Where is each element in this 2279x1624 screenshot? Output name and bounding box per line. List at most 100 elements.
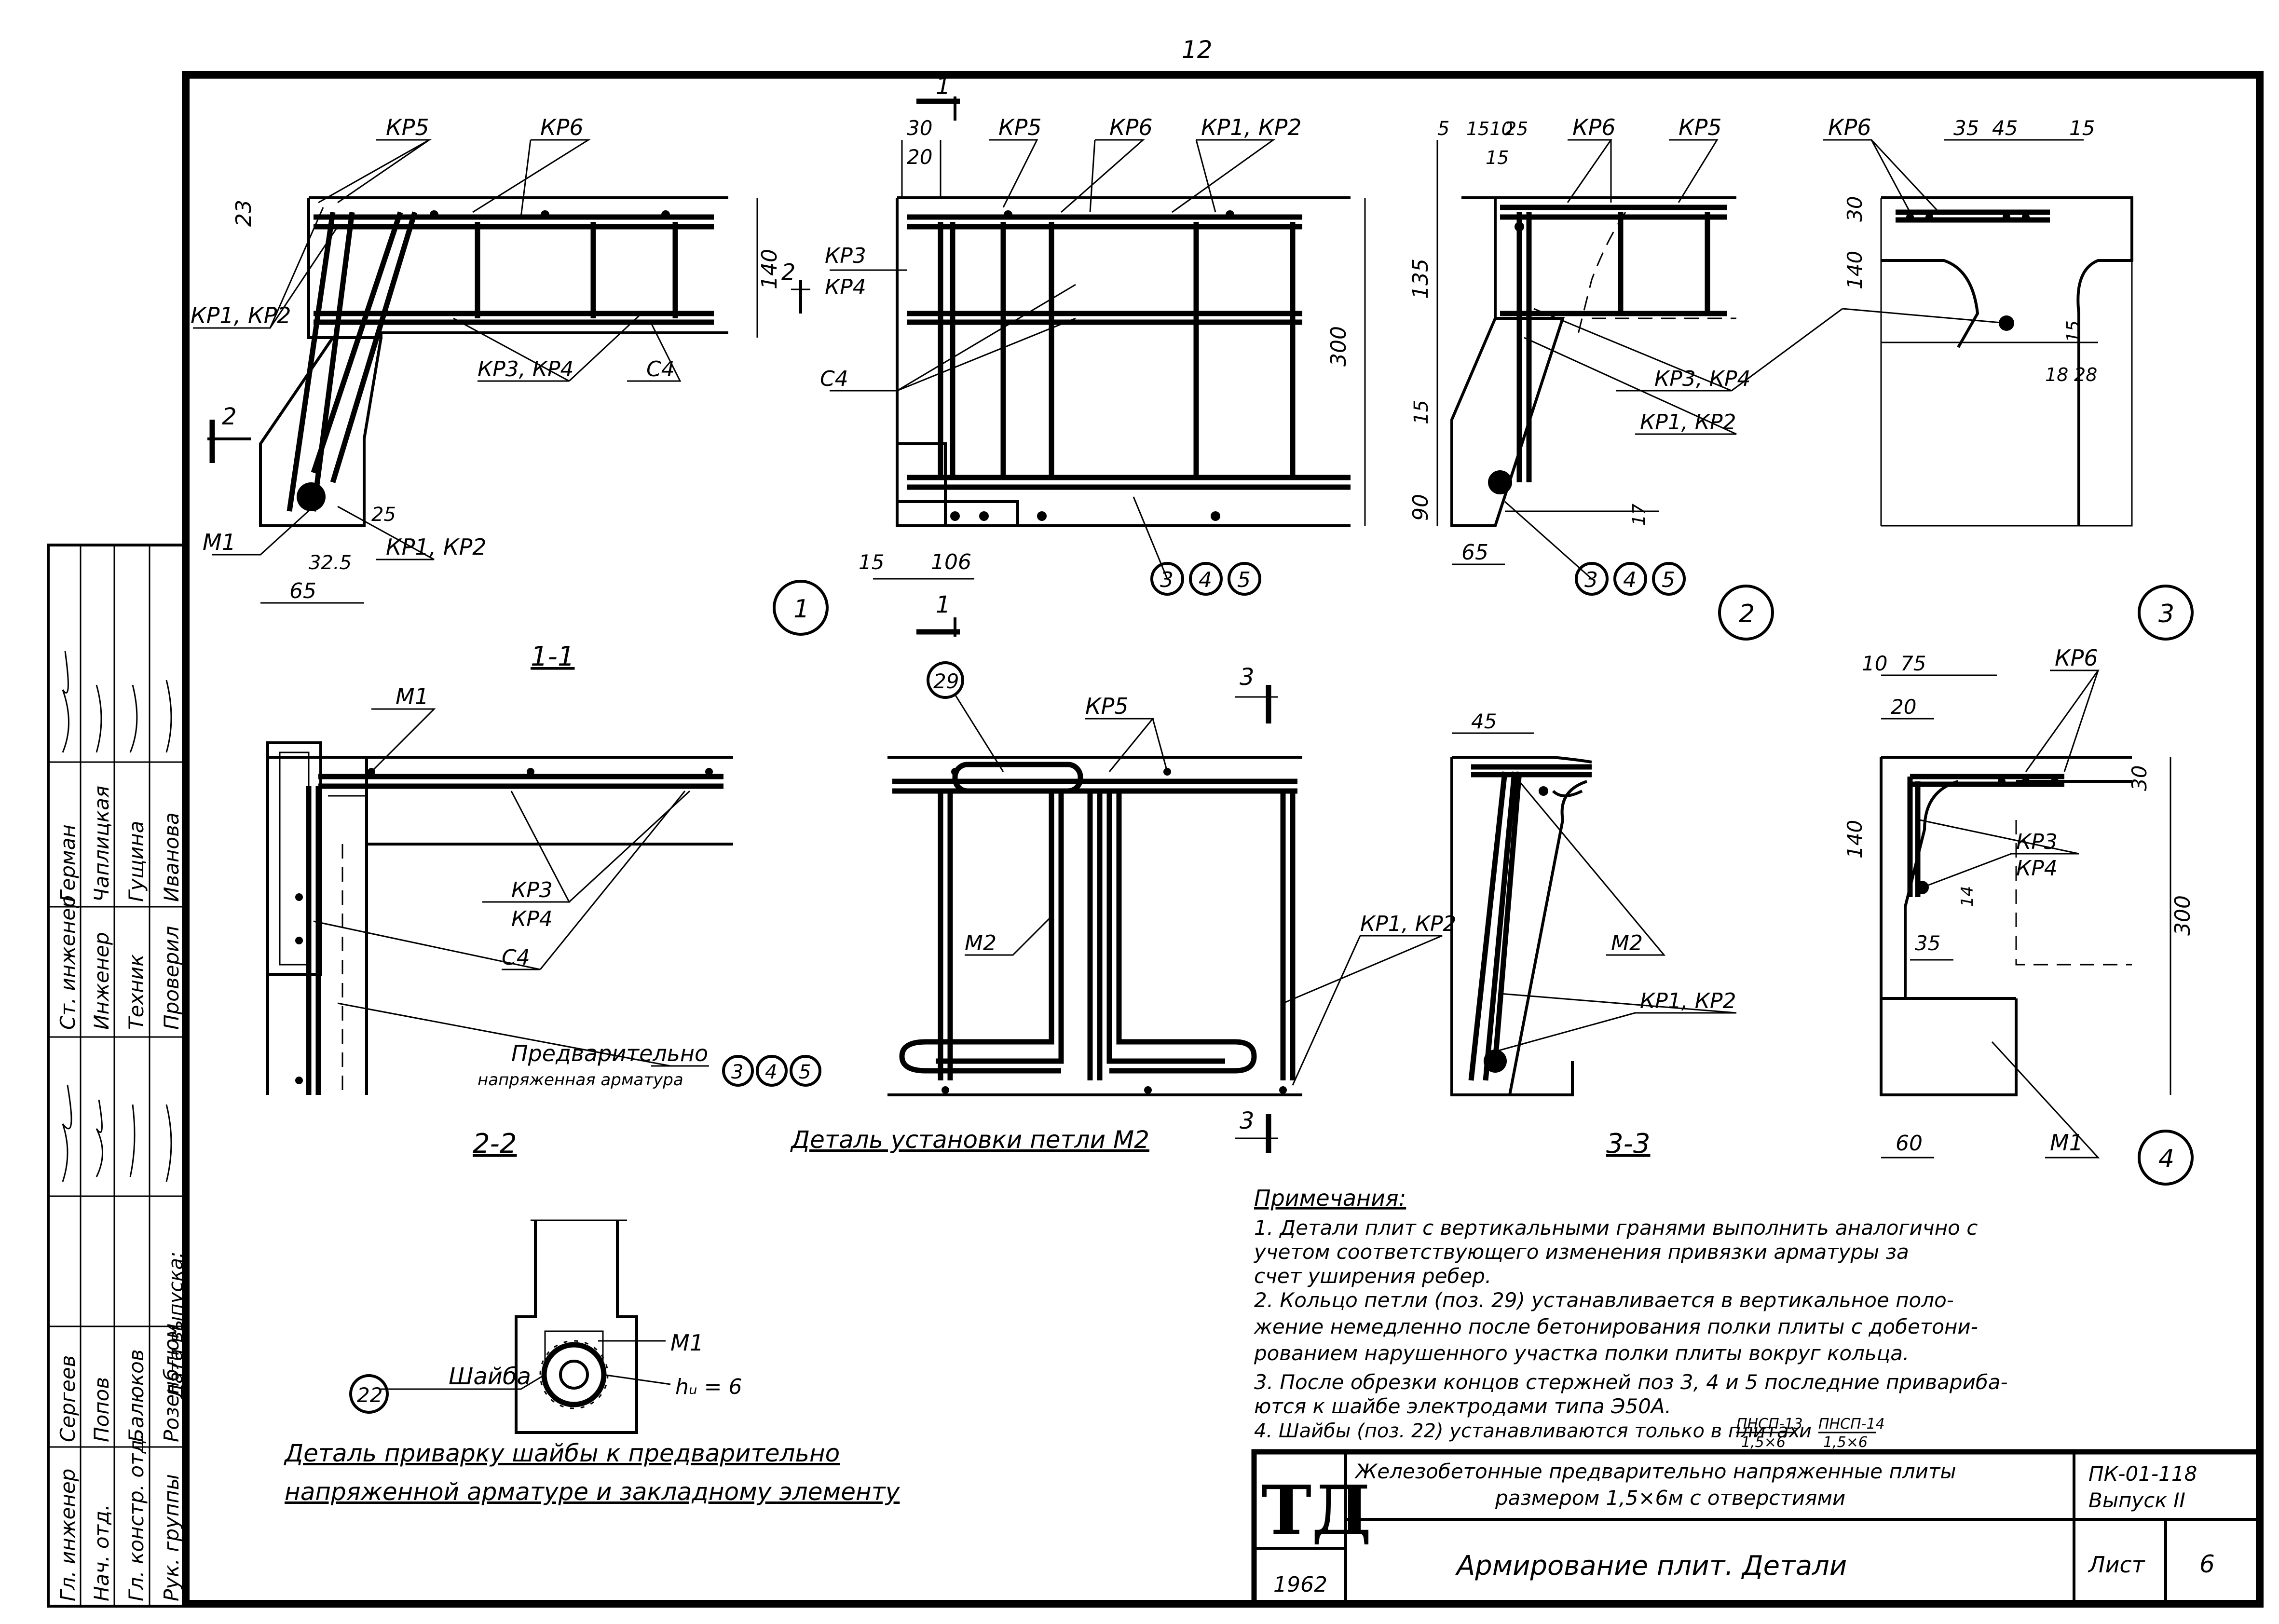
dim-45-33: 45 (1471, 710, 1497, 733)
dim-20-v4: 20 (1891, 695, 1916, 719)
name-6: Чаплицкая (90, 786, 113, 902)
dim-15-v3b: 15 (2063, 320, 2083, 342)
sheet-number: 6 (2199, 1550, 2215, 1578)
frac2-bottom: 1,5×6 (1823, 1434, 1868, 1451)
dim-17-v2: 17 (1629, 504, 1649, 526)
date-label: Дата выпуска: (165, 1252, 187, 1400)
dim-35-v3: 35 (1953, 116, 1979, 140)
label-kp3-22: КР3 (511, 878, 553, 902)
dim-75-v4: 75 (1900, 652, 1926, 675)
label-m1-v4: М1 (2050, 1130, 2083, 1156)
dim-14-v4: 14 (1958, 886, 1977, 907)
role-5: Ст. инженер (56, 895, 80, 1030)
dim-300-v1: 300 (1326, 326, 1351, 367)
note-line-7: 3. После обрезки концов стержней поз 3, … (1254, 1370, 2008, 1394)
pos-4-v1: 4 (1199, 568, 1212, 592)
name-2: Попов (90, 1377, 113, 1442)
label-c4-v1: С4 (820, 367, 848, 391)
dim-30-v3: 30 (1843, 196, 1867, 222)
dim-28-v3: 28 (2074, 364, 2097, 385)
pos-5-v2: 5 (1662, 568, 1675, 592)
dim-15-v2a: 15 (1486, 147, 1509, 168)
label-kp6-v3: КР6 (1828, 114, 1871, 140)
signatures (62, 651, 172, 1182)
dim-140-v4: 140 (1843, 820, 1867, 859)
name-7: Гущина (124, 821, 148, 902)
detail-num-3: 3 (2158, 600, 2174, 628)
view-1: 30 20 15 106 300 1 1 2 КР5 КР6 КР1, КР2 … (773, 73, 1366, 637)
notes-heading: Примечания: (1254, 1185, 1406, 1211)
label-kp6-v2: КР6 (1572, 114, 1616, 140)
dim-140-left: 140 (757, 249, 782, 289)
label-kp3kp4-1: КР3, КР4 (478, 357, 574, 382)
name-1: Сергеев (56, 1355, 80, 1442)
title-detail-m2: Деталь установки петли М2 (790, 1126, 1149, 1154)
note-line-9: 4. Шайбы (поз. 22) устанавливаются тольк… (1254, 1420, 1800, 1442)
label-kp4-v1: КР4 (825, 275, 866, 300)
detail-m2: 29 КР5 М2 КР1, КР2 3 3 Деталь установки … (790, 661, 1457, 1154)
note-line-4: 2. Кольцо петли (поз. 29) устанавливаетс… (1254, 1288, 1954, 1312)
label-c4-1: С4 (646, 357, 675, 382)
pos-4-22: 4 (765, 1061, 777, 1083)
note-line-6: рованием нарушенного участка полки плиты… (1254, 1341, 1909, 1365)
dim-15-v3: 15 (2069, 116, 2095, 140)
label-c4-22: С4 (502, 945, 530, 970)
signature-table: Гл. инженер Нач. отд. Гл. констр. отд. Р… (47, 544, 187, 1608)
label-kp4-v4: КР4 (2016, 856, 2058, 881)
name-3: Балюков (124, 1349, 148, 1442)
title-washer-1: Деталь приварку шайбы к предварительно (284, 1439, 840, 1467)
sheet-title: Армирование плит. Детали (1455, 1550, 1847, 1582)
label-prestressed-1: Предварительно (511, 1040, 708, 1066)
title-3-3: 3-3 (1606, 1128, 1650, 1160)
pos-3-v1: 3 (1160, 568, 1174, 592)
dim-60-v4: 60 (1896, 1131, 1923, 1156)
label-kp5-m2: КР5 (1085, 693, 1129, 719)
dim-25-v2: 25 (1505, 118, 1528, 139)
description-line-2: размером 1,5×6м с отверстиями (1495, 1486, 1845, 1510)
sheet-label: Лист (2088, 1552, 2145, 1578)
role-6: Инженер (90, 932, 113, 1030)
dim-325: 32.5 (309, 552, 352, 574)
title-2-2: 2-2 (473, 1128, 517, 1160)
section-1-1: 65 32.5 25 23 140 КР5 КР6 КР1, КР2 КР3, … (191, 114, 782, 672)
dim-135-v2: 135 (1408, 259, 1433, 299)
pos-4-v2: 4 (1623, 568, 1637, 592)
dim-23: 23 (232, 200, 256, 227)
label-kp6-1: КР6 (540, 114, 584, 140)
frac1-bottom: 1,5×6 (1741, 1434, 1786, 1451)
label-kp1kp2-m2: КР1, КР2 (1360, 912, 1457, 936)
dim-30-v4: 30 (2128, 765, 2151, 791)
label-kp6-v4: КР6 (2055, 645, 2098, 671)
label-kp3-v4: КР3 (2016, 830, 2058, 854)
dim-15-v2b: 15 (1410, 400, 1433, 424)
frac2-top: ПНСП-14 (1818, 1416, 1885, 1433)
label-kp1kp2-1: КР1, КР2 (191, 302, 291, 328)
name-4: Розенблюм (160, 1324, 183, 1442)
label-m1-1: М1 (203, 529, 236, 555)
dim-10-v4: 10 (1862, 652, 1887, 675)
marker-2-v1: 2 (781, 259, 795, 285)
dim-45-v3: 45 (1992, 116, 2018, 140)
note-line-1: 1. Детали плит с вертикальными гранями в… (1254, 1216, 1978, 1240)
label-kp1kp2-1b: КР1, КР2 (386, 534, 487, 560)
label-kp6-v1: КР6 (1109, 114, 1153, 140)
dim-65-v2: 65 (1461, 540, 1488, 565)
dim-30-v1: 30 (907, 116, 932, 140)
dim-140-v3: 140 (1843, 251, 1867, 289)
issue: Выпуск II (2088, 1488, 2185, 1512)
doc-code: ПК-01-118 (2088, 1462, 2197, 1486)
label-m2-33: М2 (1611, 931, 1643, 955)
label-kp3kp4-v2: КР3, КР4 (1654, 367, 1751, 391)
section-2-2: М1 КР3 КР4 С4 Предварительно напряженная… (266, 683, 821, 1160)
year: 1962 (1273, 1572, 1327, 1597)
role-7: Техник (124, 954, 148, 1030)
td-logo: ТД (1261, 1471, 1372, 1550)
dim-20-v1: 20 (907, 145, 932, 169)
pos-29: 29 (933, 669, 959, 693)
label-m2-m2: М2 (965, 931, 996, 955)
pos-5-v1: 5 (1237, 568, 1251, 592)
marker-2-left: 2 (222, 403, 237, 430)
note-line-3: счет уширения ребер. (1254, 1264, 1491, 1288)
dim-15-v1: 15 (859, 550, 884, 574)
